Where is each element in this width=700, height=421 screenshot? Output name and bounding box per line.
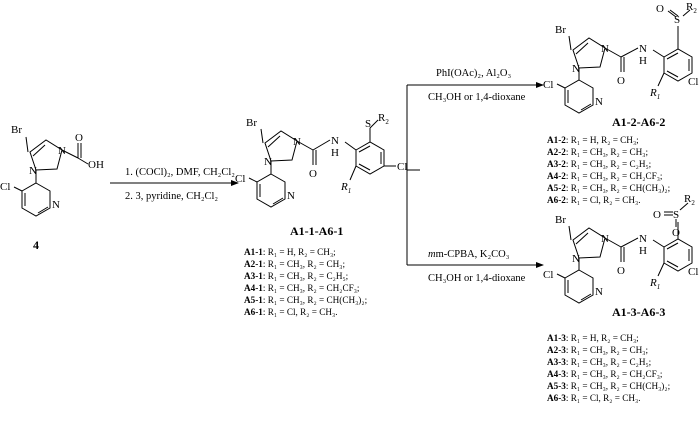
sulfoxide-r2: R2 (686, 1, 697, 15)
pyrazole-n1-atom-label: N (29, 165, 37, 177)
sulfide-list-item: A4-1: R₁ = CH₃, R₂ = CH₂CF₃; (244, 283, 359, 293)
sulfide-list-item: A3-1: R₁ = CH₃, R₂ = C₂H₅; (244, 271, 348, 281)
sulfide-pyridine-n: N (287, 190, 295, 202)
sulfoxide-list-item: A1-2: R₁ = H, R₂ = CH₃; (547, 135, 639, 145)
sulfoxide-br: Br (555, 24, 566, 36)
sulfoxide-pyridine-cl: Cl (543, 79, 553, 91)
branch-arrows (406, 82, 544, 268)
compound-4-label: 4 (33, 238, 39, 252)
sulfonation-condition-2: CH₃OH or 1,4-dioxane (428, 273, 526, 284)
sulfide-r1: R1 (340, 181, 351, 195)
sulfoxide-pyrazole-n: N (601, 43, 609, 55)
sulfoxide-list-item: A6-2: R₁ = Cl, R₂ = CH₃. (547, 195, 641, 205)
carbonyl-o-atom-label: O (75, 132, 83, 144)
pyridine-n-atom-label: N (52, 199, 60, 211)
sulfone-pyridine-n: N (595, 286, 603, 298)
sulfoxide-list-item: A5-2: R₁ = CH₃, R₂ = CH(CH₃)₂; (547, 183, 670, 193)
step1-condition-2: 2. 3, pyridine, CH₂Cl₂ (125, 191, 218, 202)
sulfone-pyrazole-n: N (601, 233, 609, 245)
sulfide-series-label: A1-1-A6-1 (290, 224, 343, 238)
sulfide-list-item: A2-1: R₁ = CH₃, R₂ = CH₃; (244, 259, 345, 269)
sulfide-structure (248, 119, 396, 208)
sulfoxide-substituent-list: A1-2: R₁ = H, R₂ = CH₃; A2-2: R₁ = CH₃, … (547, 135, 670, 205)
sulfide-r2: R2 (378, 112, 389, 126)
sulfoxide-series-label: A1-2-A6-2 (612, 115, 665, 129)
sulfone-structure (556, 202, 693, 304)
sulfone-list-item: A6-3: R₁ = Cl, R₂ = CH₃. (547, 393, 641, 403)
sulfone-list-item: A4-3: R₁ = CH₃, R₂ = CH₂CF₃; (547, 369, 662, 379)
hydroxyl-atom-label: OH (88, 159, 104, 171)
sulfoxide-r1: R1 (649, 87, 660, 101)
sulfide-pyridine-cl: Cl (235, 173, 245, 185)
sulfoxide-list-item: A2-2: R₁ = CH₃, R₂ = CH₃; (547, 147, 648, 157)
sulfoxide-amide-h: H (639, 55, 647, 67)
sulfoxidation-condition-2: CH₃OH or 1,4-dioxane (428, 92, 526, 103)
sulfoxide-pyrazole-n1: N (572, 63, 580, 75)
sulfoxide-amide-n: N (639, 43, 647, 55)
sulfone-cl: Cl (688, 266, 698, 278)
chloro-atom-label: Cl (0, 181, 10, 193)
sulfone-pyridine-cl: Cl (543, 269, 553, 281)
sulfone-r1: R1 (649, 277, 660, 291)
sulfide-list-item: A5-1: R₁ = CH₃, R₂ = CH(CH₃)₂; (244, 295, 367, 305)
pyrazole-n-atom-label: N (58, 145, 66, 157)
sulfoxide-carbonyl-o: O (617, 75, 625, 87)
sulfone-series-label: A1-3-A6-3 (612, 305, 665, 319)
sulfoxide-pyridine-n: N (595, 96, 603, 108)
sulfone-carbonyl-o: O (617, 265, 625, 277)
step1-condition-1: 1. (COCl)₂, DMF, CH₂Cl₂ (125, 167, 235, 178)
sulfone-list-item: A1-3: R₁ = H, R₂ = CH₃; (547, 333, 639, 343)
sulfone-s: S (673, 209, 679, 221)
sulfoxide-list-item: A3-2: R₁ = CH₃, R₂ = C₂H₅; (547, 159, 651, 169)
sulfoxidation-condition-1: PhI(OAc)₂, Al₂O₃ (436, 68, 511, 79)
sulfide-amide-n: N (331, 135, 339, 147)
bromo-atom-label: Br (11, 124, 22, 136)
sulfone-o-lower: O (672, 227, 680, 239)
sulfide-list-item: A1-1: R₁ = H, R₂ = CH₃; (244, 247, 336, 257)
sulfone-br: Br (555, 214, 566, 226)
sulfide-substituent-list: A1-1: R₁ = H, R₂ = CH₃; A2-1: R₁ = CH₃, … (244, 247, 367, 317)
sulfone-o-left: O (653, 209, 661, 221)
compound-4-structure (13, 136, 89, 217)
sulfone-substituent-list: A1-3: R₁ = H, R₂ = CH₃; A2-3: R₁ = CH₃, … (547, 333, 670, 403)
sulfoxide-o: O (656, 3, 664, 15)
sulfonation-condition-1: mm-CPBA, K₂CO₃ (428, 249, 510, 260)
sulfoxide-cl: Cl (688, 76, 698, 88)
sulfone-amide-n: N (639, 233, 647, 245)
sulfone-list-item: A5-3: R₁ = CH₃, R₂ = CH(CH₃)₂; (547, 381, 670, 391)
sulfoxide-s: S (674, 14, 680, 26)
sulfide-cl: Cl (397, 161, 407, 173)
sulfoxide-list-item: A4-2: R₁ = CH₃, R₂ = CH₂CF₃; (547, 171, 662, 181)
sulfone-r2: R2 (684, 193, 695, 207)
sulfone-list-item: A2-3: R₁ = CH₃, R₂ = CH₃; (547, 345, 648, 355)
sulfide-carbonyl-o: O (309, 168, 317, 180)
sulfone-list-item: A3-3: R₁ = CH₃, R₂ = C₂H₅; (547, 357, 651, 367)
sulfide-list-item: A6-1: R₁ = Cl, R₂ = CH₃. (244, 307, 338, 317)
sulfoxide-structure (556, 9, 693, 114)
sulfide-amide-h: H (331, 147, 339, 159)
sulfide-pyrazole-n: N (293, 136, 301, 148)
sulfide-s-atom: S (365, 118, 371, 130)
sulfide-pyrazole-n1: N (264, 156, 272, 168)
sulfone-pyrazole-n1: N (572, 253, 580, 265)
sulfide-br-label: Br (246, 117, 257, 129)
sulfone-amide-h: H (639, 245, 647, 257)
